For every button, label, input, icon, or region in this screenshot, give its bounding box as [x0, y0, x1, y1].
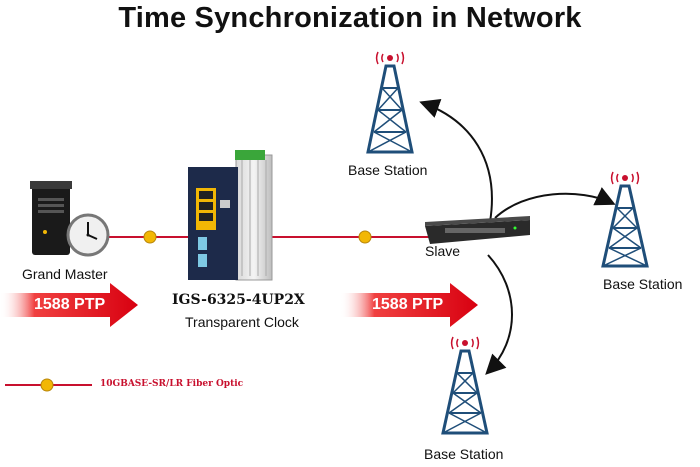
arrow-label-left: 1588 PTP — [34, 296, 106, 313]
page-title: Time Synchronization in Network — [118, 2, 582, 34]
label-base-station-top: Base Station — [348, 162, 428, 178]
link-arrow-bottom — [485, 254, 513, 375]
grand-master-icon — [30, 181, 110, 257]
industrial-switch-icon — [188, 150, 273, 281]
label-base-station-bottom: Base Station — [424, 446, 504, 462]
label-grand-master: Grand Master — [22, 266, 108, 282]
tower-icon-top — [366, 51, 414, 154]
legend-fiber-label: 10GBASE-SR/LR Fiber Optic — [100, 379, 244, 389]
label-switch-role: Transparent Clock — [185, 314, 299, 330]
link-arrow-top — [419, 99, 493, 223]
tower-icon-bottom — [441, 336, 489, 435]
label-base-station-right: Base Station — [603, 276, 683, 292]
slave-switch-icon — [425, 216, 530, 244]
transceiver-icon — [143, 230, 157, 244]
label-switch-model: IGS-6325-4UP2X — [172, 292, 305, 308]
ptp-arrow-middle — [340, 283, 478, 327]
transceiver-icon — [358, 230, 372, 244]
link-arrow-right — [494, 187, 616, 219]
arrow-label-middle: 1588 PTP — [372, 296, 444, 313]
tower-icon-right — [601, 171, 649, 268]
label-slave: Slave — [425, 243, 461, 259]
ptp-arrow-left — [0, 283, 138, 327]
legend-transceiver-icon — [40, 378, 54, 392]
